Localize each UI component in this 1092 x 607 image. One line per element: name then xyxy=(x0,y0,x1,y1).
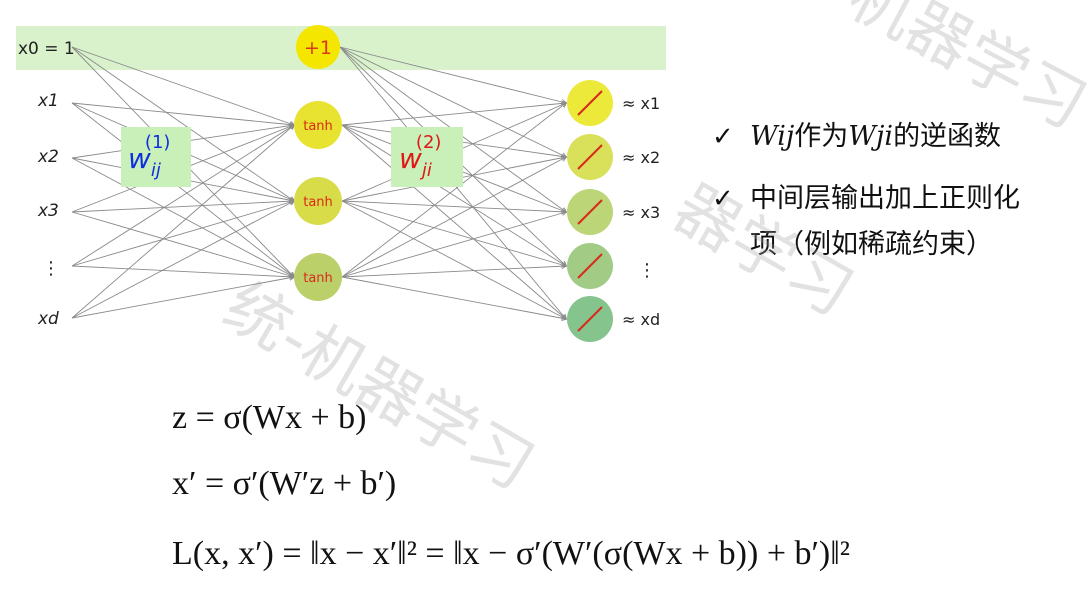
output-label-x1: ≈ x1 xyxy=(622,94,660,113)
w-ij-symbol: Wij xyxy=(750,121,795,152)
bullet-1-text: Wij作为Wji的逆函数 xyxy=(750,114,1082,160)
edge-hidden-output xyxy=(341,124,566,319)
edge-hidden-output xyxy=(339,46,566,103)
output-label-ellipsis: ⋮ xyxy=(638,260,656,281)
edge-hidden-output xyxy=(341,157,566,278)
edge-hidden-output xyxy=(341,103,566,278)
input-label-x0: x0 = 1 xyxy=(18,39,75,59)
bullet-1-middle: 作为 xyxy=(794,121,849,152)
edge-input-hidden xyxy=(71,157,294,277)
output-label-xd: ≈ xd xyxy=(622,310,660,329)
output-node-3-linear-icon xyxy=(577,199,603,225)
edge-input-hidden xyxy=(71,125,294,267)
bullet-2-line-2: 项（例如稀疏约束） xyxy=(750,229,993,260)
edge-input-hidden xyxy=(71,46,294,201)
autoencoder-diagram: wij(1) wji(2) x0 = 1 x1 x2 x3 ⋮ xd +1 ta… xyxy=(16,25,666,342)
edge-input-hidden xyxy=(71,201,294,213)
w1-label-box xyxy=(121,127,191,187)
bullet-list: ✓ Wij作为Wji的逆函数 ✓ 中间层输出加上正则化项（例如稀疏约束） xyxy=(712,114,1082,284)
output-node-5-linear-icon xyxy=(577,306,603,332)
output-label-x2: ≈ x2 xyxy=(622,148,660,167)
checkmark-icon: ✓ xyxy=(712,122,734,152)
edge-input-hidden xyxy=(71,125,294,319)
edge-input-hidden xyxy=(71,201,294,267)
checkmark-icon: ✓ xyxy=(712,184,734,214)
edge-input-hidden xyxy=(71,201,294,319)
edge-hidden-output xyxy=(341,200,566,319)
output-node-1-linear-icon xyxy=(577,90,603,116)
edge-input-hidden xyxy=(71,265,294,277)
edge-hidden-output xyxy=(341,103,566,126)
bullet-2: ✓ 中间层输出加上正则化项（例如稀疏约束） xyxy=(712,176,1082,268)
edge-hidden-output xyxy=(341,200,566,212)
formula-encoder: z = σ(Wx + b) xyxy=(172,399,367,436)
bias-node xyxy=(296,25,340,69)
edge-hidden-output xyxy=(341,212,566,278)
hidden-node-2 xyxy=(294,177,342,225)
edge-hidden-output xyxy=(341,200,566,266)
edge-input-hidden xyxy=(71,102,294,277)
bullet-1-end: 的逆函数 xyxy=(893,121,1002,152)
output-node-2-linear-icon xyxy=(577,144,603,170)
formula-loss: L(x, x′) = ‖x − x′‖² = ‖x − σ′(W′(σ(Wx +… xyxy=(172,535,850,572)
input-label-xd: xd xyxy=(37,309,59,329)
input-label-x3: x3 xyxy=(37,201,59,221)
edge-input-hidden xyxy=(71,46,294,125)
input-label-x2: x2 xyxy=(37,147,59,167)
edge-hidden-output xyxy=(341,276,566,319)
w-ji-symbol: Wji xyxy=(848,121,894,152)
edge-hidden-output xyxy=(341,266,566,278)
bullet-1: ✓ Wij作为Wji的逆函数 xyxy=(712,114,1082,160)
formula-block: z = σ(Wx + b) x′ = σ′(W′z + b′) L(x, x′)… xyxy=(172,388,1072,590)
edge-input-hidden xyxy=(71,211,294,277)
edge-hidden-output xyxy=(339,46,566,157)
hidden-node-1-label: tanh xyxy=(303,119,333,134)
edge-hidden-output xyxy=(341,124,566,266)
w2-label: wji(2) xyxy=(399,132,441,181)
w1-label: wij(1) xyxy=(128,132,170,181)
hidden-node-1 xyxy=(294,101,342,149)
bullet-2-line-1: 中间层输出加上正则化 xyxy=(750,183,1020,214)
input-label-ellipsis: ⋮ xyxy=(42,258,60,279)
hidden-node-3 xyxy=(294,253,342,301)
bias-node-label: +1 xyxy=(304,37,332,59)
output-node-4-linear-icon xyxy=(577,253,603,279)
input-label-x1: x1 xyxy=(37,91,59,111)
edge-input-hidden xyxy=(71,102,294,125)
edge-input-hidden xyxy=(71,277,294,319)
output-label-x3: ≈ x3 xyxy=(622,203,660,222)
bullet-2-text: 中间层输出加上正则化项（例如稀疏约束） xyxy=(750,176,1082,268)
formula-decoder: x′ = σ′(W′z + b′) xyxy=(172,465,397,502)
w2-label-box xyxy=(391,127,463,187)
hidden-node-3-label: tanh xyxy=(303,271,333,286)
hidden-node-2-label: tanh xyxy=(303,195,333,210)
